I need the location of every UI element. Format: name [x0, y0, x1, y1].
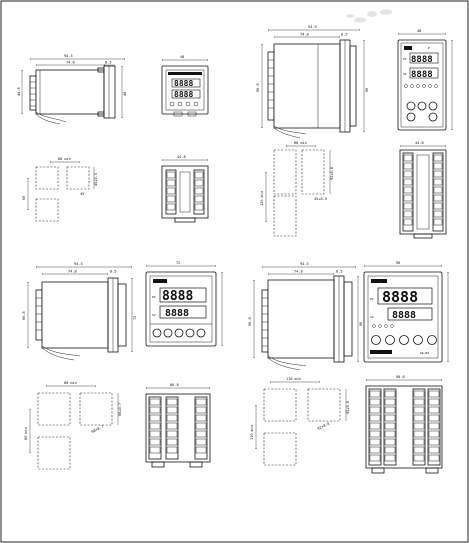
- dim-cut-w: 45+0.5: [314, 197, 327, 201]
- tag-sv: SV: [403, 72, 407, 76]
- panel-48x48: 94.5 74.8 8.5 44.8 48: [17, 54, 209, 223]
- scan-smudge: [346, 9, 392, 23]
- dim-rear-width: 90.8: [396, 375, 405, 379]
- badge-label: P: [428, 46, 430, 50]
- dim-cut-pitch: 80 min: [64, 381, 77, 385]
- dim-cut-w: 92+0.8: [317, 422, 330, 431]
- tag-sv: SV: [152, 313, 156, 317]
- display-sv: 8888: [411, 70, 433, 80]
- dim-cut-h: 68+0.7: [118, 403, 122, 416]
- dim-cut-h: 92+0.8: [330, 167, 334, 180]
- rear-view-48x96: 44.8: [399, 141, 447, 239]
- dim-h1: 72: [133, 316, 137, 320]
- dim-cut-pitch-v: 60: [22, 196, 26, 200]
- dim-h2: 90.8: [248, 317, 252, 326]
- dim-cut-w: 68+0.7: [91, 425, 104, 434]
- dim-depth: 94.5: [74, 262, 83, 266]
- display-pv: 8888: [411, 55, 433, 65]
- dim-body: 74.8: [294, 270, 303, 274]
- tag-sv: SV: [370, 315, 374, 319]
- tag-pv: PV: [403, 57, 407, 61]
- dim-depth: 94.5: [308, 25, 317, 29]
- dim-front: 8.5: [110, 270, 117, 274]
- dim-h1: 96: [365, 88, 369, 92]
- dim-cut-h: 92+0.8: [346, 401, 350, 414]
- display-sv: 8888: [392, 310, 416, 321]
- dim-front: 8.5: [336, 270, 343, 274]
- dim-body: 74.8: [300, 33, 309, 37]
- dim-cut-pitch-v: 120 min: [260, 191, 264, 206]
- dim-cut-pitch: 60 min: [58, 157, 71, 161]
- dim-front-width: 48: [417, 29, 421, 33]
- panel-cutout-48x48: 60 min 60 45+0.5 45: [22, 157, 98, 222]
- front-view-48x48: 48 8888 8888: [161, 55, 209, 117]
- dim-cut-h: 45+0.5: [94, 173, 98, 186]
- display-pv: 8888: [382, 288, 418, 306]
- rear-view-72x72: 66.8: [145, 383, 211, 468]
- dim-front-width: 48: [180, 55, 184, 59]
- panel-cutout-48x96: 60 min 120 min 92+0.8 45+0.5: [260, 141, 334, 237]
- dim-h1: 96: [359, 322, 363, 326]
- display-pv: 8888: [174, 79, 193, 88]
- rear-view-48x48: 44.8: [161, 155, 209, 223]
- dim-body: 74.8: [66, 61, 75, 65]
- dim-cut-pitch-v: 110 min: [250, 425, 254, 440]
- front-view-72x72: 72 PV 8888 SV 8888: [145, 261, 223, 347]
- panel-cutout-96x96: 110 min 110 min 92+0.8 92+0.8: [250, 377, 350, 466]
- display-pv: 8888: [162, 289, 193, 304]
- display-sv: 8888: [165, 308, 189, 319]
- front-view-96x96: 96 PV 8888 SV 8888 SK-N9: [363, 261, 449, 363]
- dim-h2: 44.8: [17, 87, 21, 96]
- front-view-48x96: 48 P PV 8888 SV 8888: [397, 29, 453, 131]
- dim-front-width: 96: [396, 261, 400, 265]
- dim-h2: 90.8: [256, 83, 260, 92]
- dim-front-width: 72: [176, 261, 180, 265]
- dim-depth: 94.5: [300, 262, 309, 266]
- dim-rear-width: 44.8: [415, 141, 424, 145]
- side-view-48x96: 94.5 74.8 8.5 90.8 96: [256, 25, 369, 139]
- dim-front: 8.5: [105, 61, 112, 65]
- dim-h1: 48: [123, 92, 127, 96]
- panel-48x96: 94.5 74.8 8.5 90.8 96 48: [256, 25, 453, 239]
- panel-72x72: 94.5 74.8 8.5 66.8 72 72: [22, 261, 223, 470]
- dim-h2: 66.8: [22, 311, 26, 320]
- dim-rear-width: 44.8: [177, 155, 186, 159]
- display-sv: 8888: [174, 90, 193, 99]
- panel-96x96: 94.5 74.8 8.5 90.8 96 96: [248, 261, 449, 474]
- tag-pv: PV: [370, 297, 374, 301]
- model-label: SK-N9: [420, 351, 429, 355]
- panel-cutout-72x72: 80 min 80 min 68+0.7 68+0.7: [24, 381, 122, 470]
- side-view-72x72: 94.5 74.8 8.5 66.8 72: [22, 262, 137, 361]
- rear-view-96x96: 90.8: [365, 375, 443, 474]
- tag-pv: PV: [152, 295, 156, 299]
- dim-front: 8.5: [341, 33, 348, 37]
- dim-cut-w: 45: [80, 192, 84, 196]
- dim-cut-pitch: 60 min: [294, 141, 307, 145]
- dim-cut-pitch-v: 80 min: [24, 427, 28, 440]
- dim-cut-pitch: 110 min: [286, 377, 301, 381]
- dim-body: 74.8: [68, 270, 77, 274]
- dim-rear-width: 66.8: [170, 383, 179, 387]
- side-view-96x96: 94.5 74.8 8.5 90.8 96: [248, 262, 363, 371]
- dim-depth: 94.5: [64, 54, 73, 58]
- side-view-48x48: 94.5 74.8 8.5 44.8 48: [17, 54, 127, 125]
